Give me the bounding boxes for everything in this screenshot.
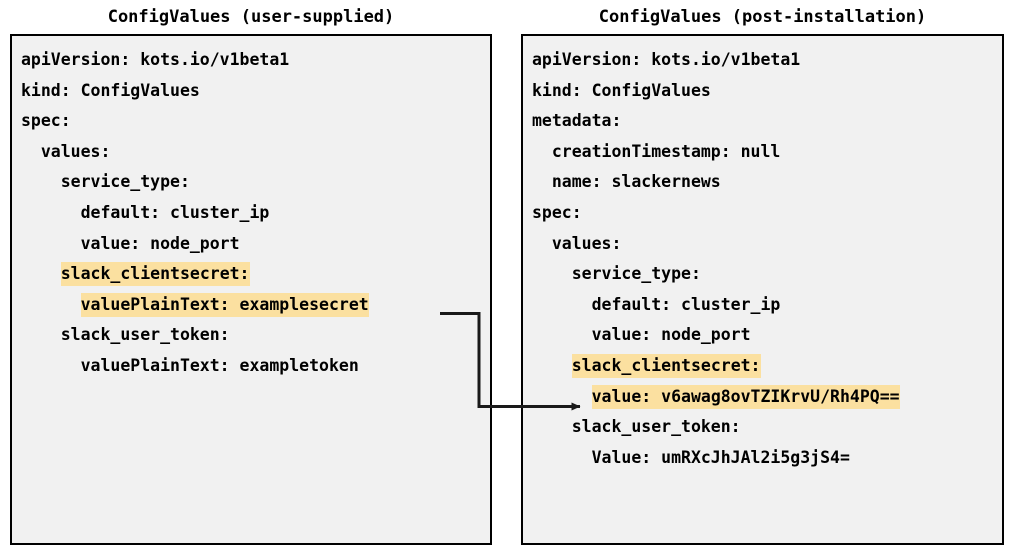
code-text: kind: ConfigValues — [532, 80, 711, 100]
code-line: spec: — [532, 198, 998, 229]
code-text: service_type: — [21, 172, 190, 192]
code-text: slack_user_token: — [21, 325, 230, 345]
code-box-post-installation: apiVersion: kots.io/v1beta1 kind: ConfigV… — [521, 34, 1004, 545]
code-text: kind: ConfigValues — [21, 80, 200, 100]
code-line: apiVersion: kots.io/v1beta1 — [532, 45, 998, 76]
code-line: kind: ConfigValues — [21, 76, 486, 107]
code-line: value: v6awag8ovTZIKrvU/Rh4PQ== — [532, 382, 998, 413]
code-text: spec: — [532, 202, 582, 222]
code-line: values: — [532, 229, 998, 260]
code-text: creationTimestamp: null — [532, 141, 781, 161]
code-line: values: — [21, 137, 486, 168]
code-text: default: cluster_ip — [532, 294, 781, 314]
code-text: apiVersion: kots.io/v1beta1 — [532, 50, 801, 69]
yaml-code-user-supplied: apiVersion: kots.io/v1beta1 kind: ConfigV… — [21, 45, 486, 382]
code-text: Value: umRXcJhJAl2i5g3jS4= — [532, 447, 850, 467]
code-text: default: cluster_ip — [21, 202, 270, 222]
code-line: Value: umRXcJhJAl2i5g3jS4= — [532, 443, 998, 474]
highlighted-code-text: slack_clientsecret: — [60, 262, 250, 287]
code-text: metadata: — [532, 111, 622, 131]
code-line: valuePlainText: examplesecret — [21, 290, 486, 321]
code-line: service_type: — [532, 259, 998, 290]
code-line: kind: ConfigValues — [532, 76, 998, 107]
yaml-code-post-installation: apiVersion: kots.io/v1beta1 kind: ConfigV… — [532, 45, 998, 473]
code-text: name: slackernews — [532, 172, 721, 192]
code-indent — [21, 295, 81, 314]
code-text: spec: — [21, 111, 71, 131]
panel-title-user-supplied: ConfigValues (user-supplied) — [107, 7, 395, 27]
code-line: creationTimestamp: null — [532, 137, 998, 168]
code-line: apiVersion: kots.io/v1beta1 — [21, 45, 486, 76]
code-line: default: cluster_ip — [532, 290, 998, 321]
code-line: slack_clientsecret: — [21, 259, 486, 290]
code-text: valuePlainText: exampletoken — [21, 355, 359, 375]
code-line: metadata: — [532, 106, 998, 137]
code-line: slack_clientsecret: — [532, 351, 998, 382]
code-text: values: — [21, 141, 111, 161]
code-line: spec: — [21, 106, 486, 137]
code-line: slack_user_token: — [21, 320, 486, 351]
code-text: service_type: — [532, 264, 701, 284]
code-line: name: slackernews — [532, 167, 998, 198]
code-line: slack_user_token: — [532, 412, 998, 443]
code-line: default: cluster_ip — [21, 198, 486, 229]
config-values-user-supplied-panel: ConfigValues (user-supplied) apiVersion:… — [10, 6, 492, 545]
code-text: values: — [532, 233, 622, 253]
code-text: slack_user_token: — [532, 417, 741, 437]
highlighted-code-text: valuePlainText: examplesecret — [80, 292, 369, 317]
code-text: apiVersion: kots.io/v1beta1 — [21, 50, 290, 69]
code-text: value: node_port — [532, 325, 751, 345]
code-text: value: node_port — [21, 233, 240, 253]
code-line: value: node_port — [21, 229, 486, 260]
config-values-post-installation-panel: ConfigValues (post-installation) apiVers… — [521, 6, 1004, 545]
code-box-user-supplied: apiVersion: kots.io/v1beta1 kind: ConfigV… — [10, 34, 492, 545]
code-indent — [532, 387, 592, 406]
highlighted-code-text: value: v6awag8ovTZIKrvU/Rh4PQ== — [591, 384, 900, 409]
panel-title-post-installation: ConfigValues (post-installation) — [598, 7, 927, 27]
code-line: value: node_port — [532, 320, 998, 351]
highlighted-code-text: slack_clientsecret: — [571, 353, 761, 378]
code-indent — [21, 264, 61, 283]
code-line: valuePlainText: exampletoken — [21, 351, 486, 382]
code-line: service_type: — [21, 167, 486, 198]
code-indent — [532, 356, 572, 375]
